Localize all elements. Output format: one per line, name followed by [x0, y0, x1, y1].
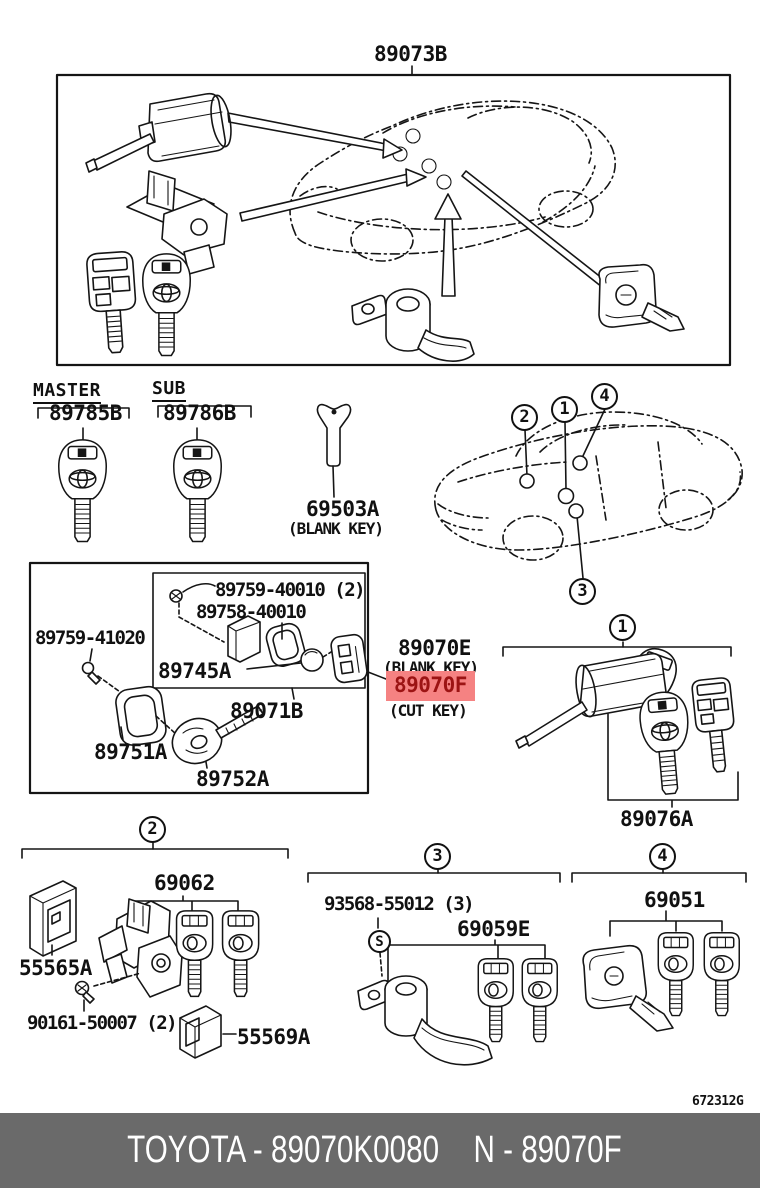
- group1-steering-lock-set: [502, 641, 739, 808]
- part-number-69051: 69051: [644, 888, 705, 912]
- group3-lock-cylinder-set: [307, 869, 561, 1066]
- key-bezel-illustration: [115, 685, 167, 746]
- part-number-89073b: 89073B: [374, 42, 447, 66]
- part-number-89071b: 89071B: [230, 699, 303, 723]
- part-number-89759-40010: 89759-40010 (2): [215, 579, 366, 601]
- transmitter-parts-box: [28, 561, 387, 795]
- part-number-89752a: 89752A: [196, 767, 269, 791]
- footer-brand-part: TOYOTA - 89070K0080: [127, 1129, 440, 1171]
- part-number-89759-41020: 89759-41020: [35, 627, 146, 649]
- part-number-55565a: 55565A: [19, 956, 92, 980]
- part-number-90161-50007: 90161-50007 (2): [27, 1012, 178, 1034]
- screw-symbol-circle: S: [368, 930, 391, 953]
- sub-key-group: [157, 405, 252, 543]
- part-number-69062: 69062: [154, 871, 215, 895]
- ignition-lock-transmitter-illustration: [85, 92, 232, 173]
- remote-key-illustration: [86, 251, 137, 354]
- callout-4-group: 4: [649, 843, 676, 870]
- part-number-89785b: 89785B: [49, 401, 122, 425]
- footer-part-code: N - 89070F: [473, 1129, 622, 1171]
- part-number-89070e: 89070E: [398, 636, 471, 660]
- cut-key-illustration: [155, 705, 264, 769]
- callout-4-car: 4: [591, 383, 618, 410]
- callout-3-group: 3: [424, 843, 451, 870]
- callout-3-car: 3: [569, 578, 596, 605]
- ignition-cylinder-illustration: [351, 288, 475, 362]
- part-number-55569a: 55569A: [237, 1025, 310, 1049]
- door-lock-actuator-illustration: [126, 170, 228, 275]
- master-heading: MASTER: [33, 382, 102, 404]
- door-lock-cylinder-illustration: [598, 263, 685, 332]
- group2-glovebox-lock-set: [21, 842, 289, 1059]
- part-number-89786b: 89786B: [163, 401, 236, 425]
- callout-2-group: 2: [139, 816, 166, 843]
- master-key-group: [37, 407, 130, 543]
- car-illustration-top: [289, 100, 617, 262]
- remote-key-illustration-g1: [691, 677, 735, 773]
- part-number-89758-40010: 89758-40010: [196, 601, 307, 623]
- part-number-89076a: 89076A: [620, 807, 693, 831]
- note-blank-key-69503a: (BLANK KEY): [288, 519, 384, 538]
- callout-1-group: 1: [609, 614, 636, 641]
- part-number-93568-55012: 93568-55012 (3): [324, 893, 475, 915]
- diagram-lineart: [21, 65, 747, 1066]
- callout-1-car: 1: [551, 396, 578, 423]
- reference-code: 672312G: [692, 1094, 744, 1109]
- part-number-89751a: 89751A: [94, 740, 167, 764]
- callout-2-car: 2: [511, 404, 538, 431]
- note-cut-key-89070f: (CUT KEY): [389, 701, 468, 720]
- kit-box-89073b: [55, 65, 732, 367]
- highlighted-part-number-89070f: 89070F: [386, 671, 475, 701]
- footer-bar: TOYOTA - 89070K0080 N - 89070F: [0, 1113, 760, 1188]
- sub-heading: SUB: [152, 380, 187, 402]
- callout-stems-car: [519, 408, 606, 579]
- car-illustration-callouts: [434, 411, 743, 561]
- blank-key-illustration: [316, 403, 352, 498]
- part-number-69059e: 69059E: [457, 917, 530, 941]
- group4-door-lock-set: [571, 869, 747, 1032]
- part-number-89745a: 89745A: [158, 659, 231, 683]
- part-number-69503a: 69503A: [306, 497, 379, 521]
